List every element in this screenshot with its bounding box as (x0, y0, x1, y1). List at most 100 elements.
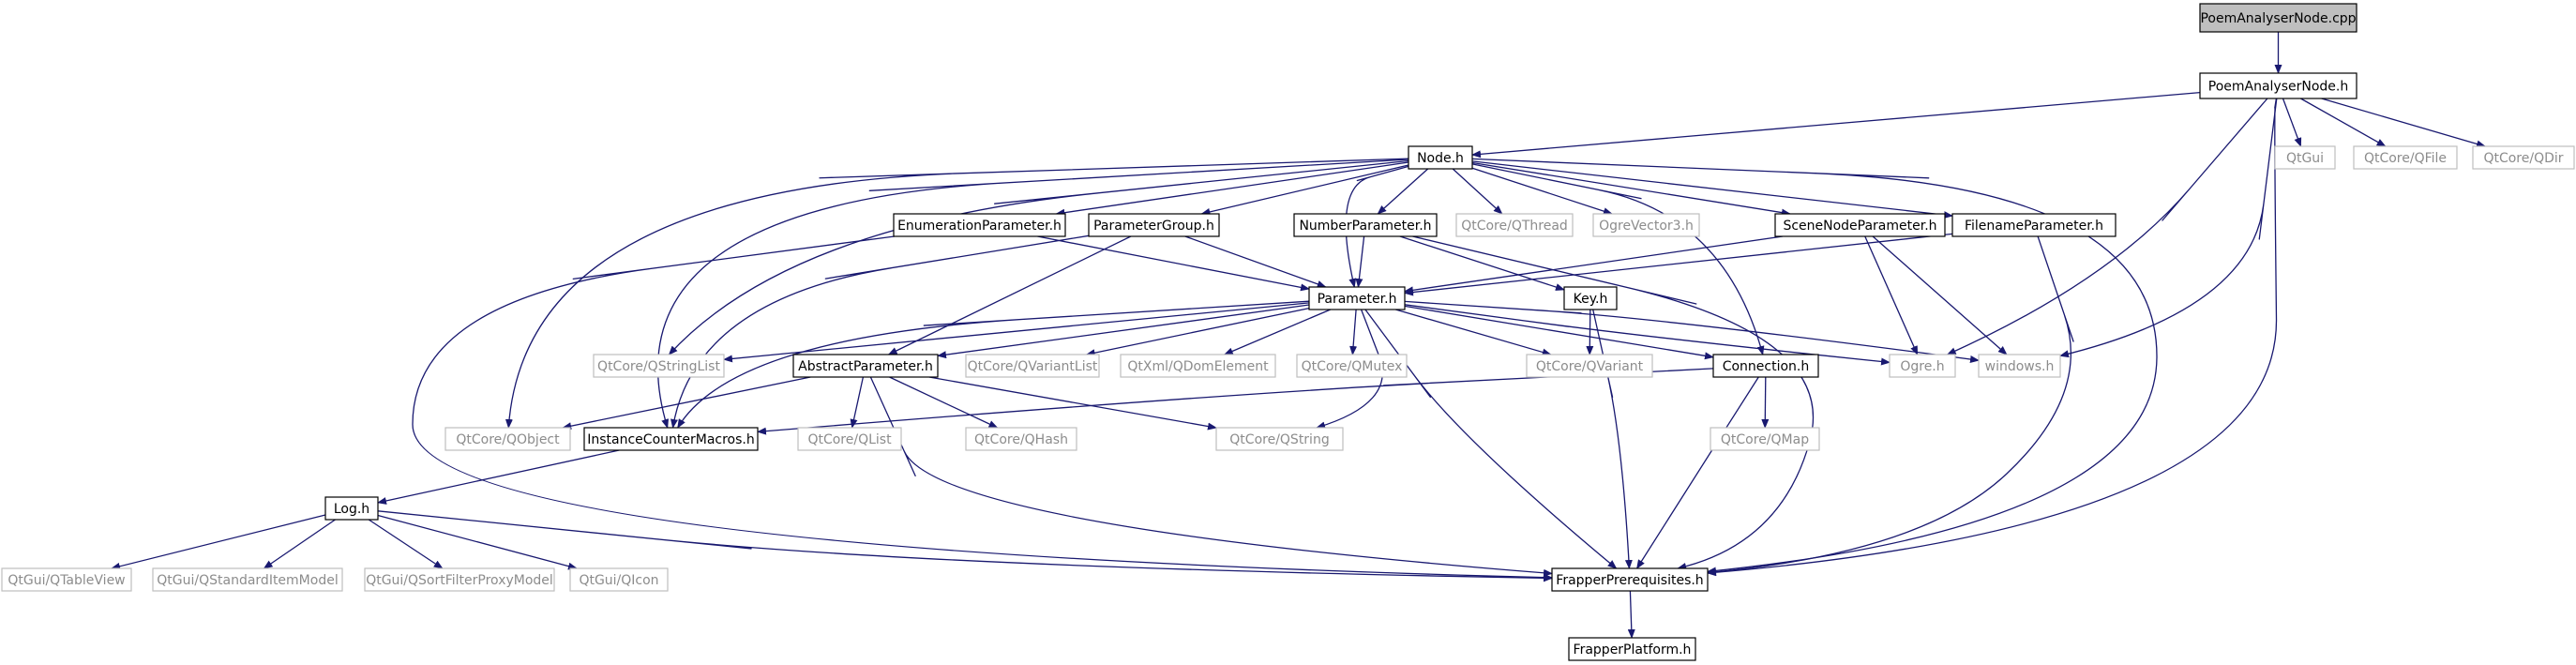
node-icm-h[interactable]: InstanceCounterMacros.h (583, 427, 759, 451)
node-qicon: QtGui/QIcon (569, 567, 669, 592)
node-label: QtGui/QSortFilterProxyModel (366, 573, 553, 588)
edge-node_h-to-pgroup_h (1200, 164, 1409, 216)
node-vector3: OgreVector3.h (1592, 213, 1700, 237)
node-box (965, 354, 1100, 378)
edge-node_h-to-vector3 (1471, 167, 1613, 215)
node-label: QtGui/QTableView (8, 573, 125, 588)
node-box (1408, 145, 1473, 170)
node-scene-h[interactable]: SceneNodeParameter.h (1774, 213, 1946, 237)
node-box (1563, 286, 1618, 310)
edge-number_h-to-param_h (1355, 235, 1365, 288)
node-label: QtCore/QDir (2483, 151, 2563, 166)
node-box (324, 496, 379, 521)
edge-frapper_prereq-to-frapper_platform (1627, 590, 1635, 639)
node-log-h[interactable]: Log.h (324, 496, 379, 521)
node-box (1568, 637, 1696, 661)
edge-param_h-to-qvariant (1395, 309, 1552, 356)
node-label: QtCore/QVariant (1536, 359, 1644, 374)
node-label: Log.h (334, 502, 369, 517)
node-qstring: QtCore/QString (1215, 427, 1344, 451)
edge-scene_h-to-ogre_h (1864, 235, 1919, 355)
node-qtgui: QtGui (2274, 145, 2336, 170)
edge-poem_h-to-qtgui (2282, 98, 2302, 147)
node-windows-h: windows.h (1978, 354, 2061, 378)
edge-scene_h-to-param_h (1404, 235, 1784, 295)
node-frapper-platform[interactable]: FrapperPlatform.h (1568, 637, 1696, 661)
edge-abstract_h-to-qhash (889, 376, 999, 429)
node-qfile: QtCore/QFile (2353, 145, 2458, 170)
node-label: QtGui/QStandardItemModel (157, 573, 338, 588)
node-label: EnumerationParameter.h (897, 219, 1062, 234)
node-qhash: QtCore/QHash (965, 427, 1077, 451)
node-label: windows.h (1985, 359, 2055, 374)
node-label: PoemAnalyserNode.h (2208, 80, 2349, 95)
edge-param_h-to-icm_h (677, 300, 1310, 429)
node-label: QtCore/QStringList (597, 359, 720, 374)
node-key-h[interactable]: Key.h (1563, 286, 1618, 310)
node-box (893, 213, 1066, 237)
edge-node_h-to-qobject (505, 158, 1409, 429)
node-box (1889, 354, 1956, 378)
edge-poem_h-to-ogre_h (1946, 98, 2268, 355)
node-node-h[interactable]: Node.h (1408, 145, 1473, 170)
node-label: NumberParameter.h (1299, 219, 1431, 234)
node-label: FrapperPrerequisites.h (1556, 573, 1703, 588)
node-qmap: QtCore/QMap (1710, 427, 1820, 451)
edge-pgroup_h-to-param_h (1184, 235, 1327, 288)
node-connection-h[interactable]: Connection.h (1712, 354, 1819, 378)
edge-node_h-to-enum_h (1055, 161, 1409, 217)
edge-enum_h-to-frapper_prereq (412, 235, 1553, 582)
edge-node_h-to-connection_h (1471, 163, 1765, 355)
node-abstract-h[interactable]: AbstractParameter.h (792, 354, 939, 378)
edge-poem_h-to-node_h (1471, 91, 2201, 159)
node-label: Parameter.h (1318, 292, 1397, 307)
node-box (1712, 354, 1819, 378)
node-label: InstanceCounterMacros.h (587, 432, 754, 447)
node-label: QtCore/QList (807, 432, 892, 447)
node-qvariant: QtCore/QVariant (1526, 354, 1653, 378)
edge-enum_h-to-param_h (1037, 235, 1310, 292)
node-label: QtCore/QObject (456, 432, 560, 447)
edge-number_h-to-key_h (1399, 235, 1565, 291)
node-frapper-prereq[interactable]: FrapperPrerequisites.h (1551, 567, 1709, 592)
node-qsim: QtGui/QStandardItemModel (152, 567, 343, 592)
node-label: OgreVector3.h (1599, 219, 1694, 234)
node-box (1951, 213, 2117, 237)
node-label: AbstractParameter.h (798, 359, 933, 374)
edge-param_h-to-qvariantlist (1085, 307, 1310, 357)
node-box (593, 354, 725, 378)
node-label: QtCore/QThread (1461, 219, 1568, 234)
node-enum-h[interactable]: EnumerationParameter.h (893, 213, 1066, 237)
node-param-h[interactable]: Parameter.h (1308, 286, 1406, 310)
edges-layer (111, 32, 2486, 639)
node-label: Key.h (1574, 292, 1608, 307)
node-number-h[interactable]: NumberParameter.h (1293, 213, 1438, 237)
node-box (583, 427, 759, 451)
node-box (1551, 567, 1709, 592)
node-box (1710, 427, 1820, 451)
edge-param_h-to-qdom (1223, 309, 1332, 355)
edge-poem_h-to-windows_h (2059, 98, 2278, 358)
node-pgroup-h[interactable]: ParameterGroup.h (1088, 213, 1220, 237)
node-box (1455, 213, 1574, 237)
edge-icm_h-to-log_h (377, 449, 620, 505)
edge-node_h-to-number_h (1377, 168, 1429, 215)
node-poem-h[interactable]: PoemAnalyserNode.h (2199, 72, 2358, 99)
node-label: QtGui/QIcon (579, 573, 658, 588)
edge-param_h-to-qstringlist (723, 302, 1310, 363)
edge-log_h-to-qicon (377, 514, 578, 570)
edge-log_h-to-qsim (263, 519, 336, 569)
node-filename-h[interactable]: FilenameParameter.h (1951, 213, 2117, 237)
edge-filename_h-to-frapper_prereq (1707, 235, 2074, 576)
node-poem-cpp[interactable]: PoemAnalyserNode.cpp (2199, 3, 2358, 33)
node-box (2199, 72, 2358, 99)
edge-node_h-to-qstringlist (668, 159, 1409, 355)
node-box (569, 567, 669, 592)
node-label: QtCore/QHash (974, 432, 1068, 447)
node-box (2274, 145, 2336, 170)
node-label: ParameterGroup.h (1093, 219, 1214, 234)
node-box (1308, 286, 1406, 310)
edge-node_h-to-scene_h (1471, 161, 1791, 217)
edge-param_h-to-connection_h (1404, 305, 1714, 360)
edge-connection_h-to-icm_h (757, 368, 1714, 435)
